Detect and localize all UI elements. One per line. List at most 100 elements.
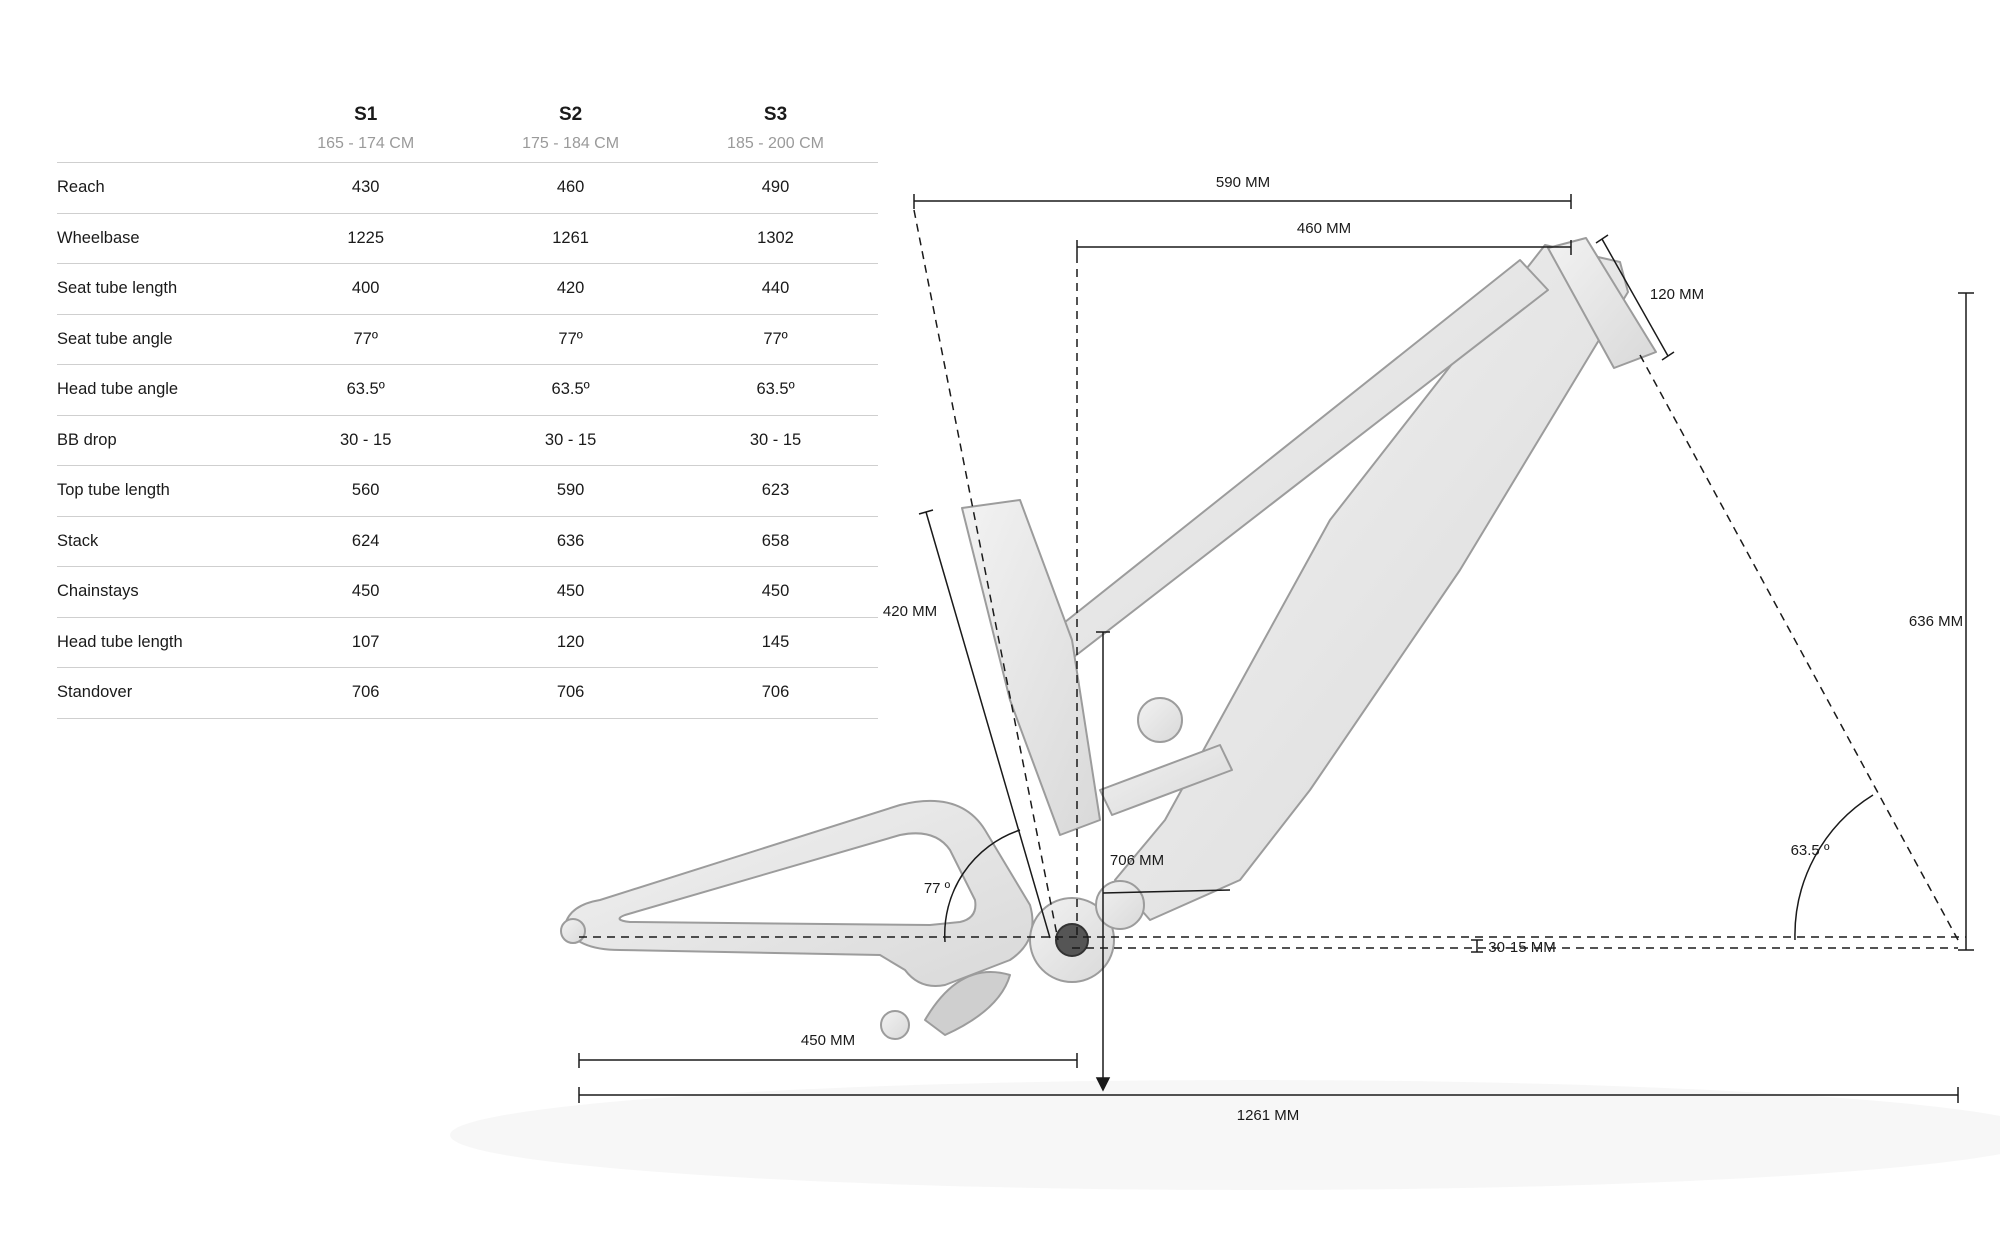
size-s1-header: S1 xyxy=(354,104,378,125)
size-s3-range: 185 - 200 CM xyxy=(673,126,878,163)
derailleur-pulley xyxy=(880,1010,910,1040)
seat-tube xyxy=(961,499,1101,836)
head-tube xyxy=(1547,237,1657,369)
geometry-value-s3: 63.5º xyxy=(673,364,878,416)
geometry-row-label: Top tube length xyxy=(57,465,264,517)
construction-lines xyxy=(579,209,1966,949)
geometry-row-label: Standover xyxy=(57,667,264,719)
head-angle-label: 63.5 º xyxy=(1791,842,1830,859)
bottom-bracket-core xyxy=(1055,923,1089,957)
geometry-value-s1: 1225 xyxy=(263,213,469,264)
geometry-row-label: BB drop xyxy=(57,415,264,466)
standover-link-line xyxy=(1102,889,1231,894)
blank-range-cell xyxy=(57,126,264,163)
chainstay-dimension-label: 450 MM xyxy=(801,1032,855,1049)
geometry-row-label: Wheelbase xyxy=(57,213,264,264)
geometry-value-s2: 450 xyxy=(468,566,674,618)
geometry-row-label: Seat tube angle xyxy=(57,314,264,365)
stack-dimension-label: 636 MM xyxy=(1909,613,1963,630)
geometry-value-s2: 460 xyxy=(468,162,674,214)
geometry-value-s3: 77º xyxy=(673,314,878,365)
dimension-labels: 590 MM 460 MM 120 MM 636 MM 420 MM 706 M… xyxy=(801,174,1963,1124)
geometry-value-s2: 706 xyxy=(468,667,674,719)
geometry-value-s1: 430 xyxy=(263,162,469,214)
geometry-value-s3: 450 xyxy=(673,566,878,618)
reach-dimension-label: 460 MM xyxy=(1297,220,1351,237)
geometry-value-s1: 706 xyxy=(263,667,469,719)
seat-angle-arc xyxy=(943,829,1021,943)
head-tube-tick-bottom xyxy=(1661,351,1675,361)
geometry-value-s1: 107 xyxy=(263,617,469,668)
geometry-row-label: Chainstays xyxy=(57,566,264,618)
wheelbase-dimension-label: 1261 MM xyxy=(1237,1107,1300,1124)
geometry-value-s1: 77º xyxy=(263,314,469,365)
height-range-row: 165 - 174 CM 175 - 184 CM 185 - 200 CM xyxy=(57,126,878,163)
seat-tube-tick-top xyxy=(918,509,934,515)
standover-dimension-label: 706 MM xyxy=(1110,852,1164,869)
geometry-value-s2: 590 xyxy=(468,465,674,517)
geometry-value-s1: 63.5º xyxy=(263,364,469,416)
geometry-value-s3: 440 xyxy=(673,263,878,315)
geometry-value-s1: 450 xyxy=(263,566,469,618)
geometry-value-s3: 706 xyxy=(673,667,878,719)
floor-shadow xyxy=(450,1080,2000,1190)
rear-shock xyxy=(1099,744,1233,816)
size-s2-range: 175 - 184 CM xyxy=(468,126,674,163)
geometry-value-s3: 658 xyxy=(673,516,878,567)
geometry-value-s2: 1261 xyxy=(468,213,674,264)
geometry-row-label: Head tube angle xyxy=(57,364,264,416)
bike-frame xyxy=(560,237,1657,1040)
geometry-table: S1 S2 S3 165 - 174 CM 175 - 184 CM 185 -… xyxy=(57,92,878,719)
geometry-row-label: Stack xyxy=(57,516,264,567)
geometry-row-label: Reach xyxy=(57,162,264,214)
head-tube-dimension-label: 120 MM xyxy=(1650,286,1704,303)
size-s1-range: 165 - 174 CM xyxy=(263,126,469,163)
top-tube-dimension-label: 590 MM xyxy=(1216,174,1270,191)
geometry-value-s3: 145 xyxy=(673,617,878,668)
geometry-value-s1: 560 xyxy=(263,465,469,517)
geometry-value-s1: 624 xyxy=(263,516,469,567)
geometry-value-s2: 30 - 15 xyxy=(468,415,674,466)
geometry-row-label: Head tube length xyxy=(57,617,264,668)
geometry-value-s1: 30 - 15 xyxy=(263,415,469,466)
geometry-value-s2: 636 xyxy=(468,516,674,567)
bb-drop-dimension-label: 30-15 MM xyxy=(1488,939,1556,956)
chainring xyxy=(924,971,1011,1036)
geometry-value-s1: 400 xyxy=(263,263,469,315)
seat-tube-dimension-line xyxy=(925,511,1051,939)
rear-axle xyxy=(560,918,586,944)
geometry-value-s2: 420 xyxy=(468,263,674,315)
head-angle-arc xyxy=(1794,794,1874,941)
geometry-row-label: Seat tube length xyxy=(57,263,264,315)
rear-triangle-window xyxy=(618,832,977,926)
geometry-value-s2: 120 xyxy=(468,617,674,668)
geometry-value-s2: 63.5º xyxy=(468,364,674,416)
seat-angle-label: 77 º xyxy=(924,880,951,897)
dimension-lines xyxy=(578,194,1974,1103)
size-header-row: S1 S2 S3 xyxy=(57,92,878,126)
geometry-value-s3: 623 xyxy=(673,465,878,517)
seat-tube-dimension-label: 420 MM xyxy=(883,603,937,620)
seat-axis-dashed-line xyxy=(913,209,1059,941)
size-s3-header: S3 xyxy=(763,104,788,125)
down-tube xyxy=(1114,244,1629,921)
standover-arrow-head xyxy=(1095,1077,1111,1092)
geometry-value-s3: 1302 xyxy=(673,213,878,264)
shock-mount xyxy=(1137,697,1183,743)
geometry-value-s3: 30 - 15 xyxy=(673,415,878,466)
head-tube-tick-top xyxy=(1595,234,1609,244)
head-tube-dimension-line xyxy=(1601,238,1669,357)
